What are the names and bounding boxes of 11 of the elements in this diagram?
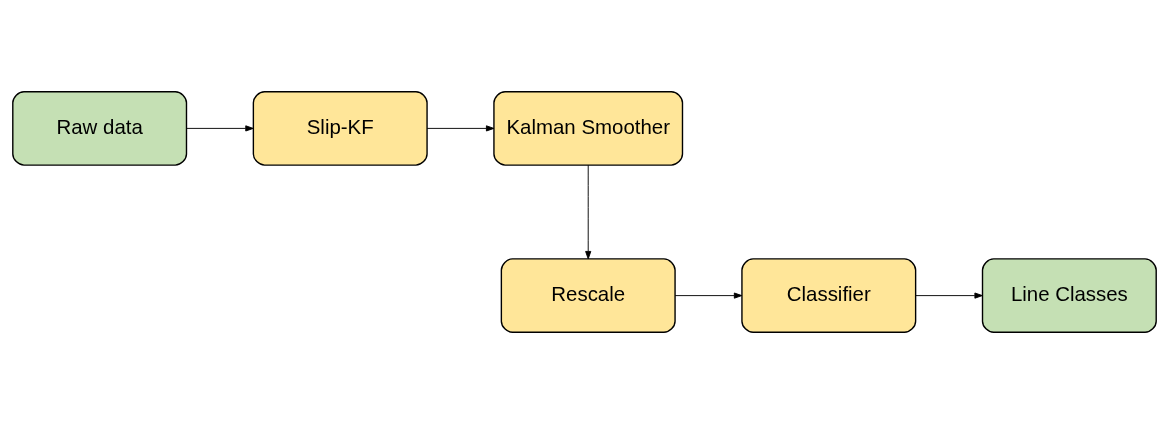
node-box: Raw data — [12, 90, 188, 166]
node-box: Rescale — [500, 257, 676, 333]
node-box: Kalman Smoother — [493, 90, 684, 166]
arrow — [585, 164, 592, 259]
node-box: Classifier — [741, 257, 917, 333]
arrow — [426, 124, 495, 131]
arrow — [915, 292, 983, 299]
node-box: Line Classes — [981, 257, 1157, 333]
node-box: Slip-KF — [252, 90, 428, 166]
arrow — [186, 124, 254, 131]
arrow — [674, 292, 743, 299]
